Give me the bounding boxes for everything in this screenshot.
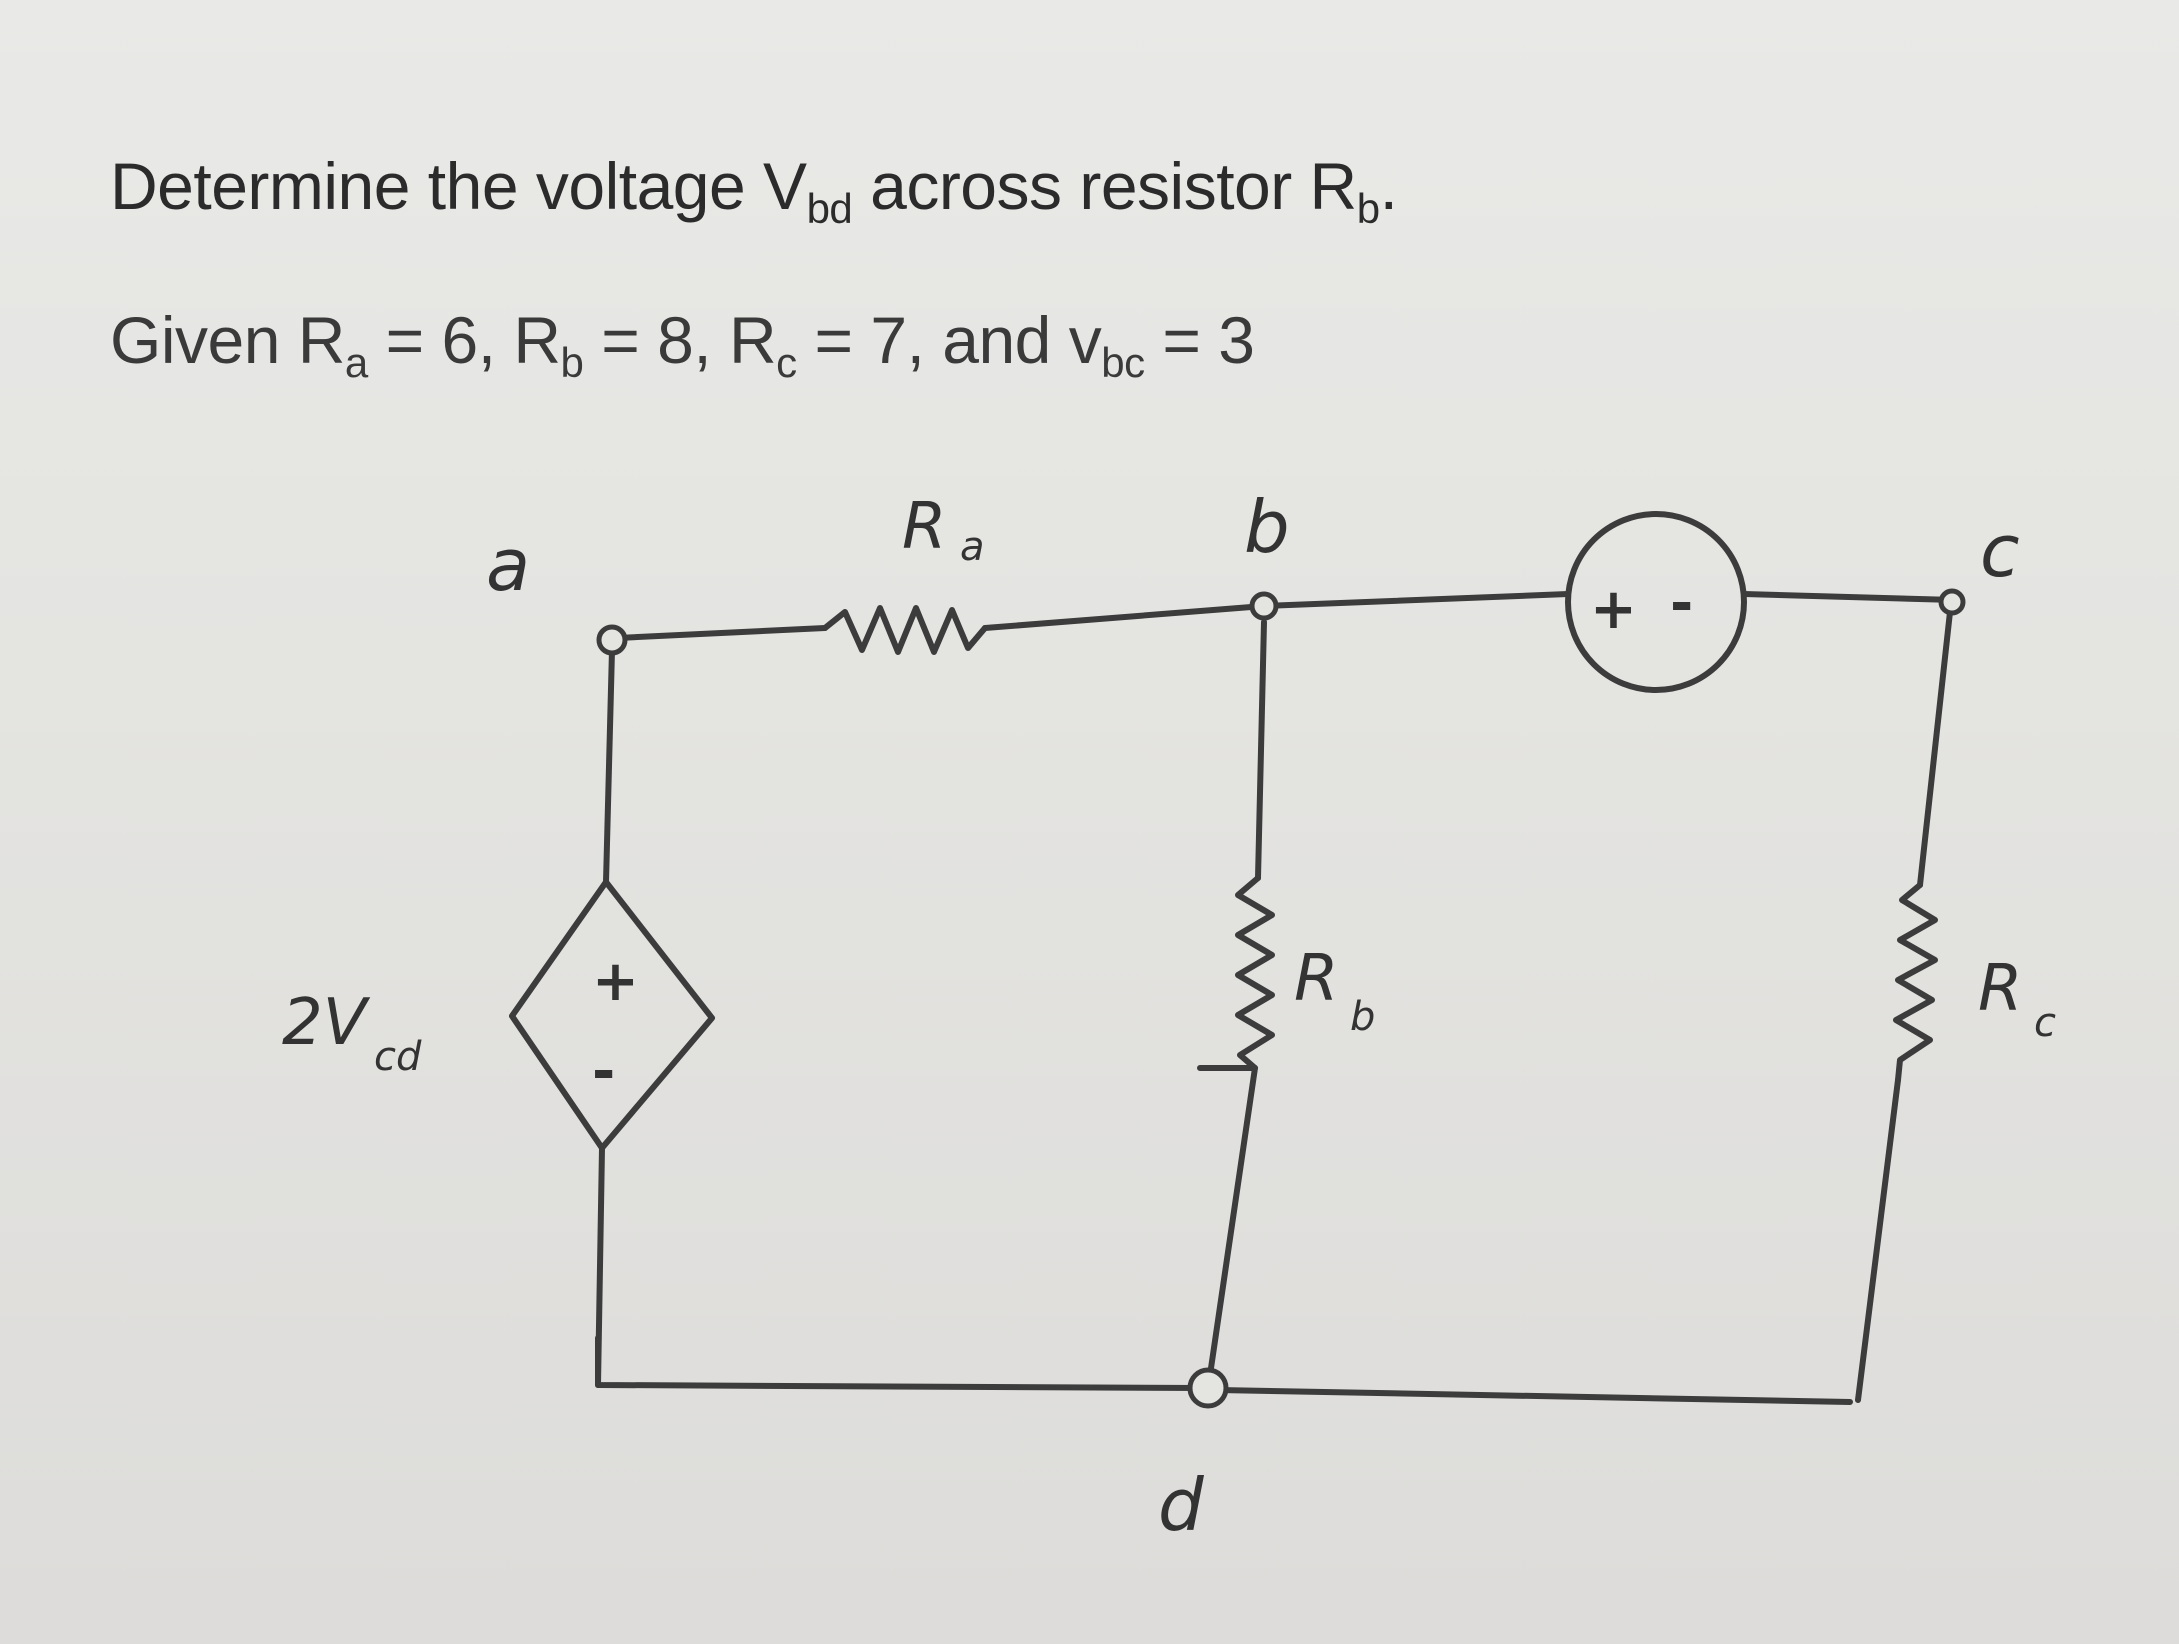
given-part: = 8, R bbox=[583, 303, 777, 377]
ra-label-main: R bbox=[902, 490, 946, 564]
question-end: . bbox=[1379, 149, 1398, 223]
wire-bottom-right bbox=[1215, 1387, 1853, 1405]
voltage-source-circle bbox=[1565, 511, 1747, 693]
node-d-label: d bbox=[1158, 1463, 1205, 1547]
given-sub: bc bbox=[1101, 339, 1145, 386]
resistor-ra-zigzag bbox=[822, 605, 988, 655]
rc-label-sub: c bbox=[2034, 1000, 2056, 1046]
vsource-minus: - bbox=[1670, 571, 1693, 636]
rc-label-main: R bbox=[1978, 952, 2022, 1026]
node-a-label: a bbox=[486, 523, 530, 607]
dep-source-label-sub: cd bbox=[374, 1034, 422, 1080]
wire-rc-down bbox=[1855, 1077, 1901, 1403]
given-sub: c bbox=[776, 339, 797, 386]
given-part: = 3 bbox=[1144, 303, 1255, 377]
rb-label-main: R bbox=[1294, 942, 1338, 1016]
question-end-sub: b bbox=[1356, 185, 1380, 232]
question-middle: across resistor R bbox=[852, 149, 1357, 223]
node-b-dot bbox=[1249, 591, 1279, 621]
node-a-dot bbox=[596, 624, 628, 656]
wire-b-rb bbox=[1255, 619, 1267, 881]
wire-a-down bbox=[603, 647, 615, 885]
dep-source-plus: + bbox=[592, 949, 639, 1014]
given-sub: b bbox=[560, 339, 584, 386]
question-prefix: Determine the voltage V bbox=[110, 149, 807, 223]
dependent-source-diamond bbox=[509, 879, 715, 1151]
node-b-label: b bbox=[1244, 485, 1290, 569]
given-text: Given Ra = 6, Rb = 8, Rc = 7, and vbc = … bbox=[110, 302, 1255, 387]
wire-a-ra bbox=[615, 625, 828, 641]
rb-label-sub: b bbox=[1350, 994, 1375, 1040]
question-text: Determine the voltage Vbd across resisto… bbox=[110, 148, 1398, 233]
dep-source-label-main: 2V bbox=[282, 986, 371, 1060]
question-sub: bd bbox=[806, 185, 853, 232]
ra-label-sub: a bbox=[960, 524, 985, 570]
given-part: = 7, and v bbox=[796, 303, 1102, 377]
wire-vsource-c bbox=[1741, 591, 1958, 603]
wire-c-rc bbox=[1917, 609, 1953, 888]
wire-ra-b bbox=[982, 603, 1267, 631]
given-part: = 6, R bbox=[367, 303, 561, 377]
resistor-rc-zigzag bbox=[1893, 882, 1938, 1083]
dep-source-minus: - bbox=[592, 1039, 615, 1104]
given-part: Given R bbox=[110, 303, 345, 377]
wire-b-vsource bbox=[1261, 591, 1571, 609]
vsource-plus: + bbox=[1590, 577, 1637, 642]
node-d-dot bbox=[1187, 1367, 1229, 1409]
node-c-dot bbox=[1938, 588, 1966, 616]
given-sub: a bbox=[344, 339, 368, 386]
resistor-rb-zigzag bbox=[1235, 875, 1275, 1071]
wire-bottom-left bbox=[595, 1335, 1203, 1391]
wire-rb-d bbox=[1197, 1065, 1258, 1378]
node-c-label: c bbox=[1980, 509, 2020, 593]
